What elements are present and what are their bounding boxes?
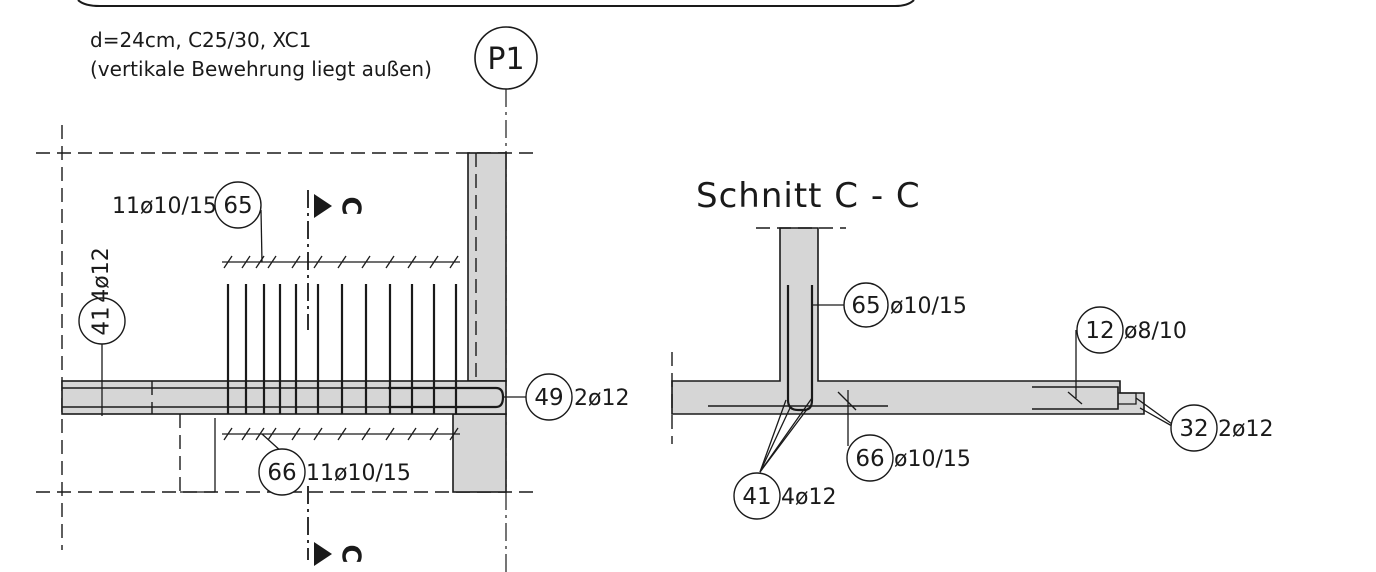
plan-label-66: 11ø10/15: [306, 461, 411, 486]
cut-mark-top: C: [336, 196, 366, 215]
section-view: Schnitt C - C 65 ø10/15 12 ø8/10 32 2ø12: [671, 176, 1273, 520]
section-bar-65: [786, 285, 814, 412]
section-bubble-12: 12: [1085, 318, 1114, 344]
plan-label-41: 4ø12: [89, 247, 114, 302]
section-label-65: ø10/15: [890, 294, 967, 319]
axis-p1-label: P1: [487, 42, 524, 77]
plan-bubble-66: 66: [267, 460, 296, 486]
cut-mark-bottom: C: [336, 544, 366, 563]
cut-arrow-top: [314, 194, 332, 218]
plan-label-65: 11ø10/15: [112, 194, 217, 219]
plan-bubble-49: 49: [534, 385, 563, 411]
plan-view: C C 11ø10/15 65 41 4ø12 49 2ø12 66 11ø10…: [36, 125, 629, 566]
section-concrete: [671, 227, 1145, 415]
wall-p1: [467, 152, 507, 382]
section-bubble-41: 41: [742, 484, 771, 510]
cut-arrow-bottom: [314, 542, 332, 566]
slab-band: [61, 380, 507, 415]
section-bubble-32: 32: [1179, 416, 1208, 442]
wall-p1-lower: [452, 413, 507, 493]
note-line-1: d=24cm, C25/30, XC1: [90, 28, 311, 52]
plan-label-49: 2ø12: [574, 386, 629, 411]
section-label-12: ø8/10: [1124, 319, 1187, 344]
section-label-41: 4ø12: [781, 485, 836, 510]
section-bubble-65: 65: [851, 293, 880, 319]
frame-top-edge: [77, 0, 915, 7]
plan-bubble-65: 65: [223, 193, 252, 219]
note-line-2: (vertikale Bewehrung liegt außen): [90, 57, 432, 81]
section-label-66: ø10/15: [894, 447, 971, 472]
section-bubble-66: 66: [855, 446, 884, 472]
plan-bubble-41: 41: [89, 306, 115, 335]
section-title: Schnitt C - C: [696, 176, 921, 216]
section-label-32: 2ø12: [1218, 417, 1273, 442]
